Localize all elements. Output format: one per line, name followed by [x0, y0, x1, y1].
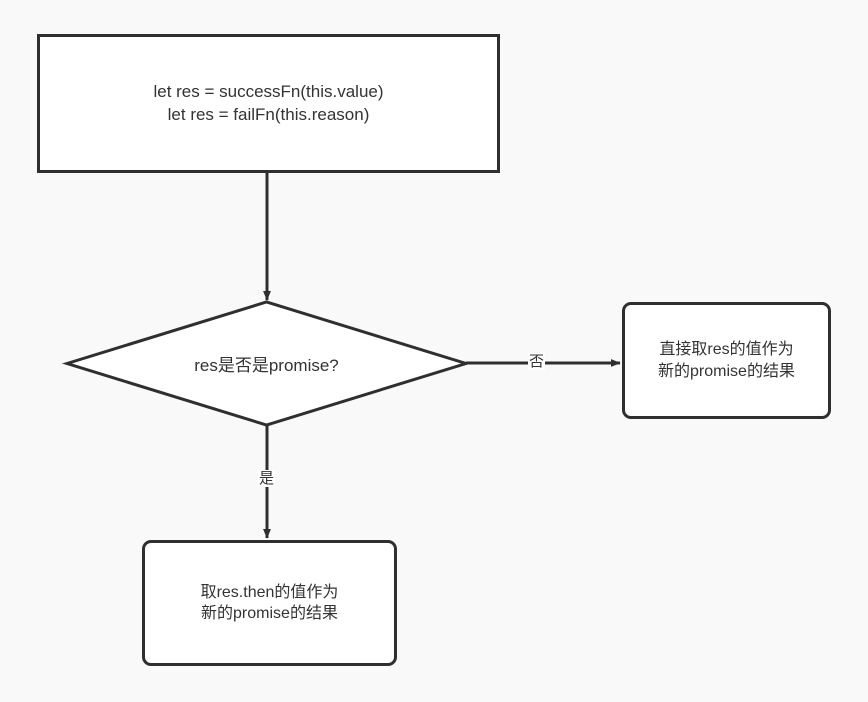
node-then-value-result[interactable]: 取res.then的值作为 新的promise的结果 [142, 540, 397, 666]
decision-label: res是否是promise? [194, 356, 339, 375]
edge-label-no: 否 [528, 353, 546, 370]
node-start-assignments[interactable]: let res = successFn(this.value) let res … [37, 34, 500, 173]
edge-label-yes: 是 [258, 470, 276, 487]
decision-diamond-shape [61, 300, 472, 427]
node-direct-value-result[interactable]: 直接取res的值作为 新的promise的结果 [622, 302, 831, 419]
node-decision-is-promise[interactable]: res是否是promise? [67, 302, 466, 425]
